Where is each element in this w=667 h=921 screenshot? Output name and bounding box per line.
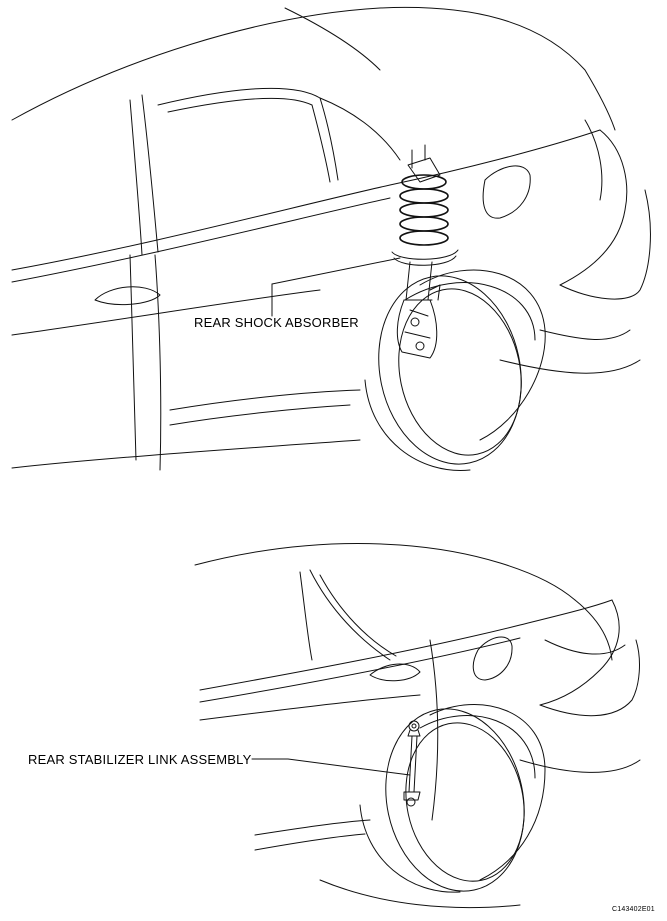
rear-shock-absorber-label: REAR SHOCK ABSORBER: [194, 315, 359, 330]
rear-stabilizer-link-label: REAR STABILIZER LINK ASSEMBLY: [28, 752, 252, 767]
bottom-car-body: [194, 543, 641, 909]
stabilizer-leader-line: [251, 758, 411, 776]
shock-leader-line: [271, 257, 401, 285]
rear-shock-absorber-part: [391, 144, 459, 359]
figure-code-label: C143402E01: [612, 906, 655, 913]
rear-stabilizer-link-part: [403, 720, 421, 807]
top-car-body: [11, 6, 651, 471]
